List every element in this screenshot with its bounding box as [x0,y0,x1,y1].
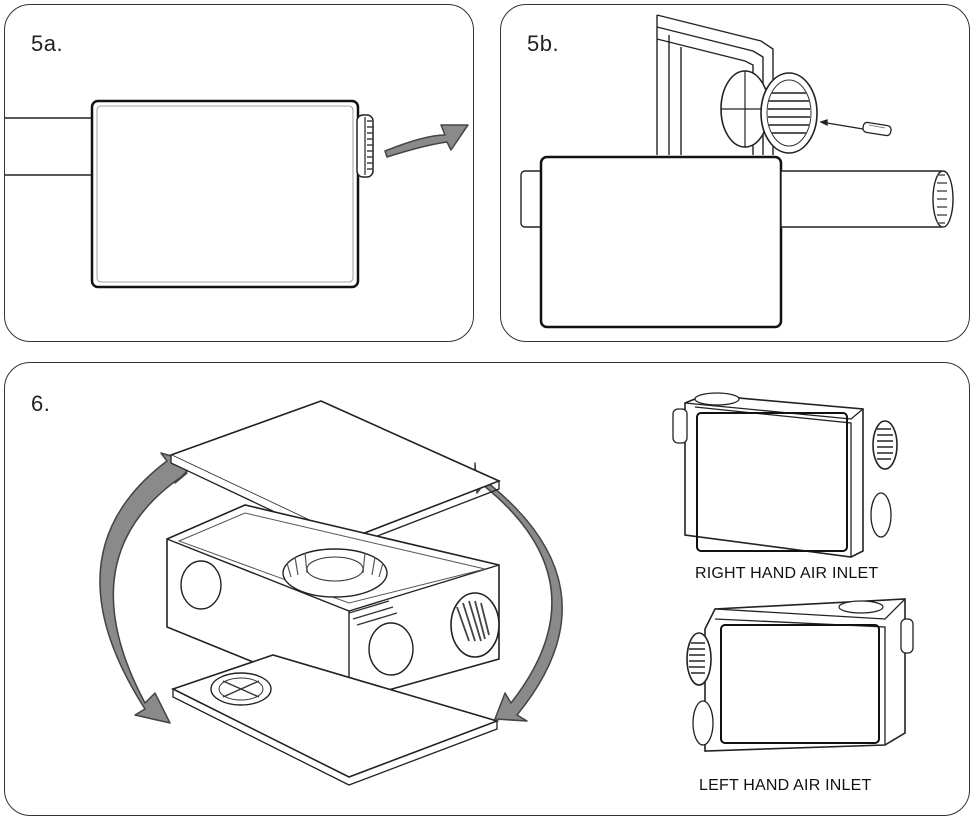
port-left [180,560,222,610]
right-hand-inlet-unit [672,392,898,558]
diagram-5b [520,14,954,329]
caption-right-hand-air-inlet: RIGHT HAND AIR INLET [695,565,879,582]
panel-step-6: 6. [4,362,970,816]
caption-left-hand-air-inlet: LEFT HAND AIR INLET [699,777,872,794]
screwdriver-icon [819,119,892,137]
panel-step-5b: 5b. [500,4,970,342]
duct-right-5b [780,170,954,228]
diagram-5a [5,99,469,289]
housing [166,504,500,702]
grille-right-unit [872,420,898,470]
left-hand-inlet-unit [686,598,914,752]
grille-left-unit [686,632,712,686]
duct-left [5,117,93,176]
port-front [368,622,414,676]
move-arrow-5a [384,124,469,158]
wall-spigot [720,70,770,148]
step-label-5b: 5b. [527,31,560,56]
diagram-6-exploded [99,392,914,786]
unit-body [90,99,360,289]
grille-5a [356,114,374,178]
step-label-5a: 5a. [31,31,64,56]
rotate-arrow-right [474,462,563,722]
unit-body-5b [539,155,783,329]
panel-step-5a: 5a. [4,4,474,342]
bottom-plate [170,654,500,786]
step-label-6: 6. [31,391,51,416]
grille-5b [760,72,818,154]
vent-slots [348,600,398,626]
rotate-arrow-left [99,452,196,724]
grille-6 [450,592,500,658]
